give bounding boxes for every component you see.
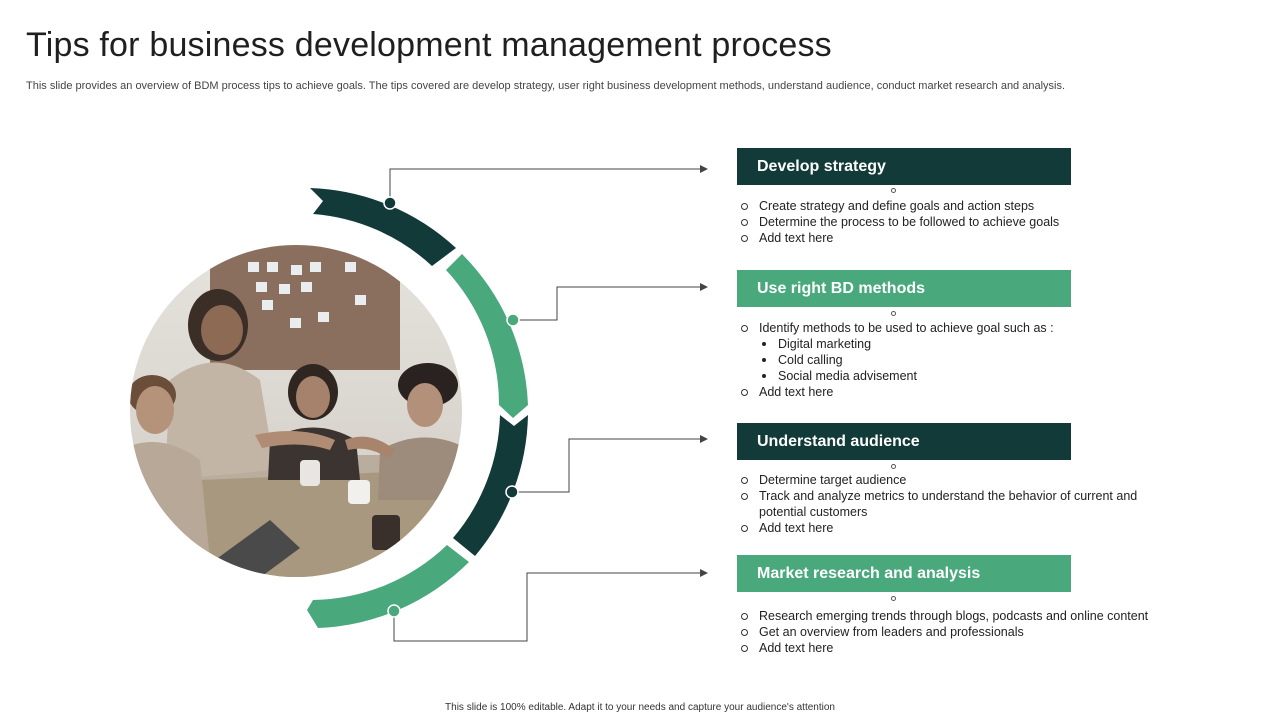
- list-item: Add text here: [740, 384, 1054, 400]
- list-item: Create strategy and define goals and act…: [740, 198, 1059, 214]
- section-list-market-research: Research emerging trends through blogs, …: [740, 608, 1148, 656]
- ring-segment-4: [307, 545, 469, 628]
- section-list-understand-audience: Determine target audience Track and anal…: [740, 472, 1170, 536]
- section-header-understand-audience: Understand audience: [737, 423, 1071, 460]
- connector-dot-2: [506, 313, 520, 327]
- list-item: Get an overview from leaders and profess…: [740, 624, 1148, 640]
- list-item: Determine target audience: [740, 472, 1170, 488]
- small-circle-marker: [891, 188, 896, 193]
- ring-segment-1: [310, 188, 456, 266]
- connector-line-2: [513, 286, 700, 321]
- section-header-develop-strategy: Develop strategy: [737, 148, 1071, 185]
- section-list-develop-strategy: Create strategy and define goals and act…: [740, 198, 1059, 246]
- page-subtitle: This slide provides an overview of BDM p…: [26, 80, 1066, 92]
- list-item: Determine the process to be followed to …: [740, 214, 1059, 230]
- list-subitem: Cold calling: [740, 352, 1054, 368]
- small-circle-marker: [891, 464, 896, 469]
- connector-dot-4: [387, 604, 401, 618]
- arrowhead-3: [700, 435, 708, 443]
- section-header-market-research: Market research and analysis: [737, 555, 1071, 592]
- ring-segment-3: [453, 415, 528, 556]
- connector-dot-1: [383, 196, 397, 210]
- list-item: Identify methods to be used to achieve g…: [740, 320, 1054, 336]
- connector-line-1: [389, 168, 700, 203]
- ring-segment-2: [446, 254, 528, 418]
- page-title: Tips for business development management…: [26, 26, 832, 64]
- list-item: Add text here: [740, 640, 1148, 656]
- arrowhead-2: [700, 283, 708, 291]
- section-header-bd-methods: Use right BD methods: [737, 270, 1071, 307]
- connector-line-3: [512, 438, 700, 493]
- small-circle-marker: [891, 311, 896, 316]
- list-item: Add text here: [740, 230, 1059, 246]
- connector-line-4: [393, 572, 700, 642]
- arrowhead-1: [700, 165, 708, 173]
- connector-dot-3: [505, 485, 519, 499]
- section-list-bd-methods: Identify methods to be used to achieve g…: [740, 320, 1054, 400]
- team-handshake-photo: [130, 245, 462, 577]
- list-item: Research emerging trends through blogs, …: [740, 608, 1148, 624]
- list-subitem: Digital marketing: [740, 336, 1054, 352]
- list-item: Track and analyze metrics to understand …: [740, 488, 1170, 520]
- small-circle-marker: [891, 596, 896, 601]
- footer-note: This slide is 100% editable. Adapt it to…: [445, 702, 835, 713]
- list-subitem: Social media advisement: [740, 368, 1054, 384]
- list-item: Add text here: [740, 520, 1170, 536]
- arrowhead-4: [700, 569, 708, 577]
